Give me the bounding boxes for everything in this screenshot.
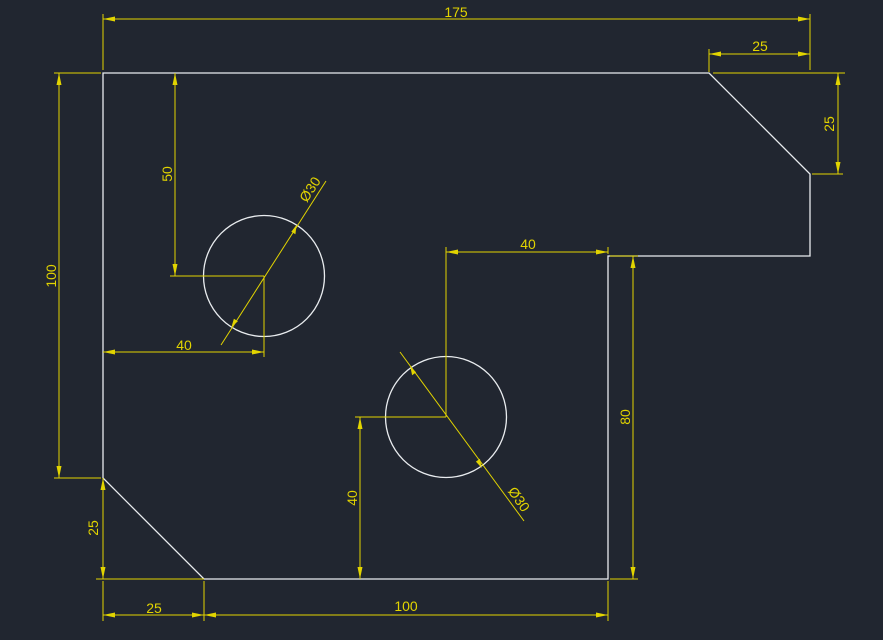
dimension-overall-height: 100 bbox=[43, 72, 101, 479]
dimension-right-height: 80 bbox=[610, 255, 638, 580]
part-geometry bbox=[102, 72, 811, 580]
part-outline bbox=[102, 72, 811, 580]
dimension-top-chamfer-width: 25 bbox=[708, 38, 810, 72]
top-chamfer-height-label: 25 bbox=[821, 116, 837, 132]
hole2-diameter-label: Ø30 bbox=[505, 484, 533, 515]
top-chamfer-width-label: 25 bbox=[752, 38, 768, 54]
bottom-chamfer-height-label: 25 bbox=[85, 520, 101, 536]
hole2-from-bottom-label: 40 bbox=[344, 490, 360, 506]
dimension-bottom-length: 100 bbox=[204, 581, 609, 621]
slot-width-label: 40 bbox=[520, 236, 536, 252]
dimension-bottom-chamfer-height: 25 bbox=[85, 478, 204, 580]
dimension-top-chamfer-height: 25 bbox=[713, 72, 845, 175]
bottom-chamfer-width-label: 25 bbox=[146, 600, 162, 616]
dimension-overall-width: 175 bbox=[102, 4, 811, 70]
overall-width-label: 175 bbox=[444, 4, 468, 20]
right-height-label: 80 bbox=[617, 409, 633, 425]
overall-height-label: 100 bbox=[43, 264, 59, 288]
dimension-hole1-from-top: 50 bbox=[159, 73, 264, 277]
dimension-hole1-diameter: Ø30 bbox=[220, 174, 327, 346]
dimension-hole2-diameter: Ø30 bbox=[399, 351, 533, 522]
hole1-from-left-label: 40 bbox=[176, 337, 192, 353]
hole1-from-top-label: 50 bbox=[159, 166, 175, 182]
dimension-slot-width: 40 bbox=[445, 236, 609, 417]
bottom-length-label: 100 bbox=[394, 598, 418, 614]
dimension-hole2-from-bottom: 40 bbox=[344, 416, 446, 579]
dimension-hole1-from-left: 40 bbox=[103, 276, 265, 357]
hole1-diameter-label: Ø30 bbox=[296, 174, 324, 205]
dimension-bottom-chamfer-width: 25 bbox=[102, 581, 205, 621]
